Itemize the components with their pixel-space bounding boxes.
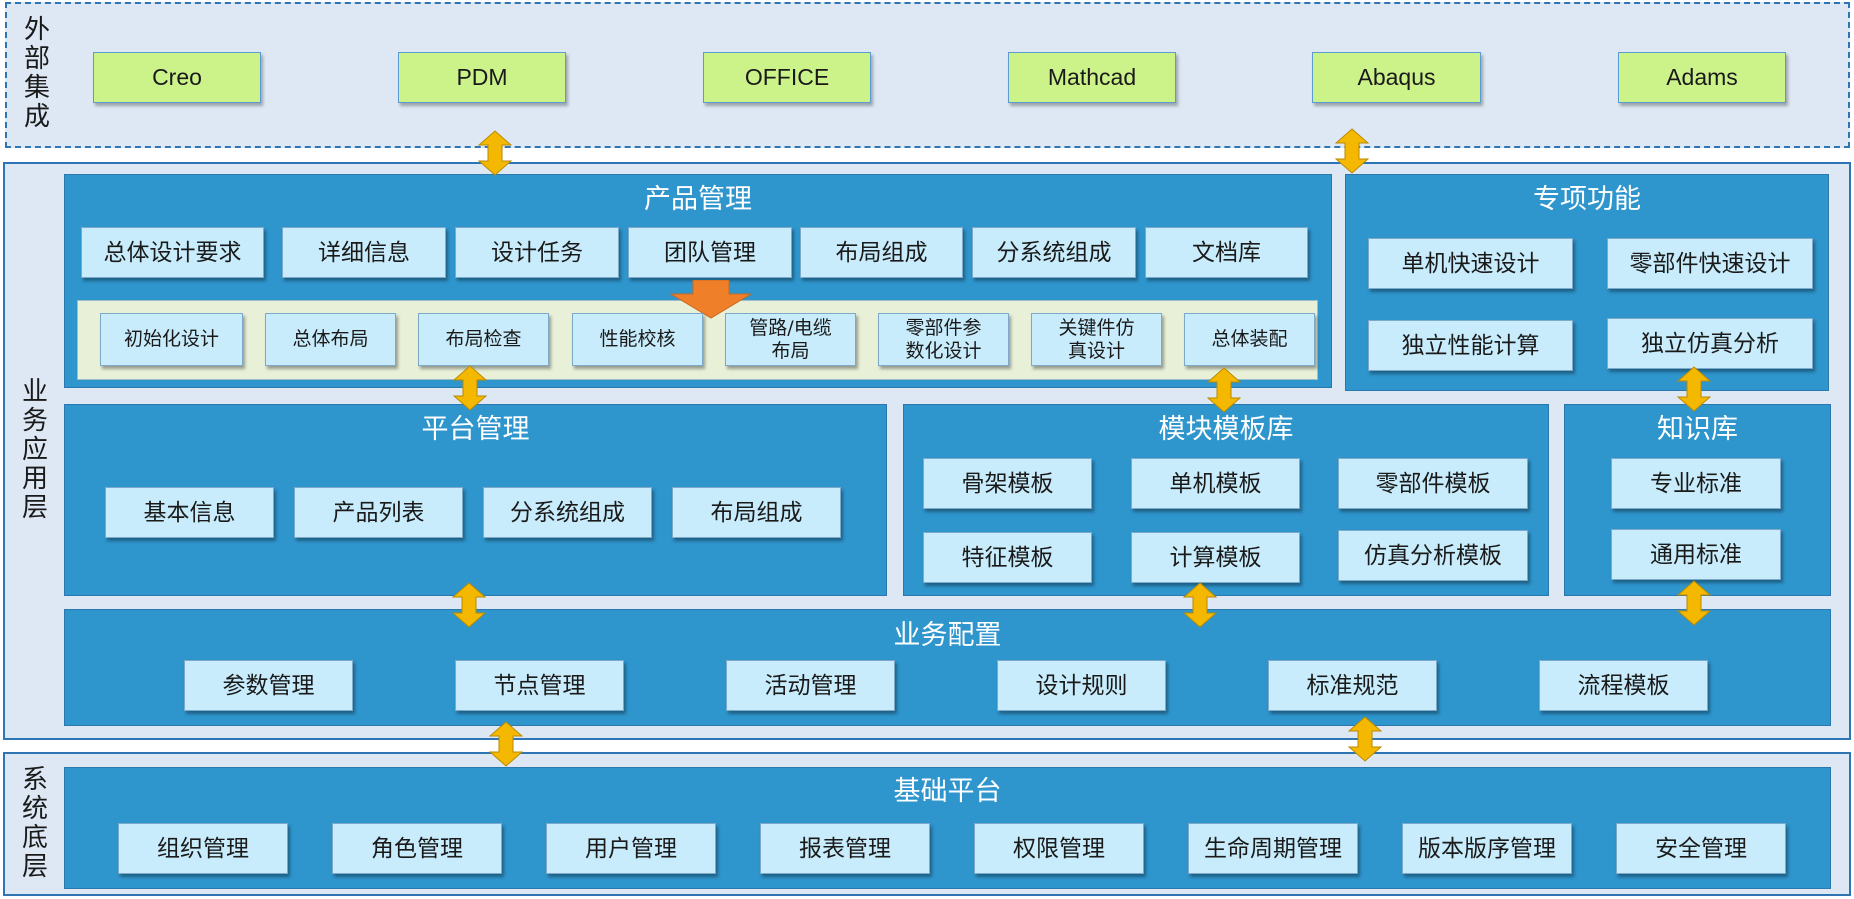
ext-tool-office: OFFICE	[703, 52, 871, 103]
business-config-title: 业务配置	[893, 620, 1002, 651]
double-arrow-icon	[1677, 580, 1711, 626]
pm-tab-team-management: 团队管理	[628, 227, 792, 278]
tpl-skeleton: 骨架模板	[923, 458, 1092, 509]
double-arrow-icon	[453, 365, 487, 411]
base-lifecycle-management: 生命周期管理	[1188, 823, 1358, 874]
ext-tool-creo: Creo	[93, 52, 261, 103]
base-report-management: 报表管理	[760, 823, 930, 874]
double-arrow-icon	[1677, 366, 1711, 412]
double-arrow-icon	[1348, 716, 1382, 762]
cfg-node-management: 节点管理	[455, 660, 624, 711]
business-layer-label: 业务应用层	[21, 377, 48, 523]
base-version-management: 版本版序管理	[1402, 823, 1572, 874]
kb-general-standard: 通用标准	[1611, 529, 1781, 580]
pm-tab-overall-requirements: 总体设计要求	[81, 227, 264, 278]
plat-layout-composition: 布局组成	[672, 487, 841, 538]
flow-step-performance-check: 性能校核	[572, 313, 703, 366]
flow-step-parametric-parts: 零部件参 数化设计	[878, 313, 1009, 366]
plat-subsystem-composition: 分系统组成	[483, 487, 652, 538]
ext-tool-mathcad: Mathcad	[1008, 52, 1176, 103]
tpl-simulation-analysis: 仿真分析模板	[1338, 530, 1528, 581]
module-template-library-title: 模块模板库	[1158, 414, 1294, 445]
base-platform-title: 基础平台	[893, 776, 1002, 807]
system-layer-label: 系统底层	[21, 765, 48, 882]
pm-tab-subsystem-composition: 分系统组成	[972, 227, 1136, 278]
sf-independent-simulation: 独立仿真分析	[1607, 318, 1813, 369]
business-config-panel: 业务配置	[64, 609, 1831, 726]
flow-step-pipe-cable-layout: 管路/电缆 布局	[725, 313, 856, 366]
external-integration-layer	[5, 2, 1850, 148]
pm-tab-layout-composition: 布局组成	[800, 227, 963, 278]
plat-product-list: 产品列表	[294, 487, 463, 538]
ext-tool-pdm: PDM	[398, 52, 566, 103]
double-arrow-icon	[452, 582, 486, 628]
double-arrow-icon	[1335, 128, 1369, 174]
plat-basic-info: 基本信息	[105, 487, 274, 538]
base-security-management: 安全管理	[1616, 823, 1786, 874]
double-arrow-icon	[478, 130, 512, 176]
flow-step-layout-check: 布局检查	[418, 313, 549, 366]
cfg-design-rules: 设计规则	[997, 660, 1166, 711]
tpl-feature: 特征模板	[923, 532, 1092, 583]
base-role-management: 角色管理	[332, 823, 502, 874]
pm-tab-document-library: 文档库	[1145, 227, 1308, 278]
double-arrow-icon	[1183, 582, 1217, 628]
sf-part-quick-design: 零部件快速设计	[1607, 238, 1813, 289]
tpl-calculation: 计算模板	[1131, 532, 1300, 583]
double-arrow-icon	[489, 721, 523, 767]
flow-step-overall-layout: 总体布局	[265, 313, 396, 366]
ext-tool-abaqus: Abaqus	[1312, 52, 1481, 103]
sf-standalone-quick-design: 单机快速设计	[1368, 238, 1573, 289]
knowledge-base-title: 知识库	[1657, 414, 1738, 445]
kb-professional-standard: 专业标准	[1611, 458, 1781, 509]
double-arrow-icon	[1207, 367, 1241, 413]
base-org-management: 组织管理	[118, 823, 288, 874]
sf-independent-performance: 独立性能计算	[1368, 320, 1573, 371]
product-management-title: 产品管理	[644, 184, 752, 215]
cfg-activity-management: 活动管理	[726, 660, 895, 711]
flow-step-init-design: 初始化设计	[100, 313, 243, 366]
special-functions-title: 专项功能	[1533, 184, 1641, 215]
cfg-parameter-management: 参数管理	[184, 660, 353, 711]
pm-tab-detail-info: 详细信息	[282, 227, 446, 278]
pm-tab-design-task: 设计任务	[455, 227, 619, 278]
tpl-part: 零部件模板	[1338, 458, 1528, 509]
external-layer-label: 外部集成	[23, 15, 50, 132]
flow-step-key-part-simulation: 关键件仿 真设计	[1031, 313, 1162, 366]
base-user-management: 用户管理	[546, 823, 716, 874]
flow-step-assembly: 总体装配	[1184, 313, 1315, 366]
ext-tool-adams: Adams	[1618, 52, 1786, 103]
tpl-standalone: 单机模板	[1131, 458, 1300, 509]
cfg-standards: 标准规范	[1268, 660, 1437, 711]
base-permission-management: 权限管理	[974, 823, 1144, 874]
flow-down-arrow-icon	[669, 280, 753, 319]
cfg-process-template: 流程模板	[1539, 660, 1708, 711]
platform-management-title: 平台管理	[421, 414, 530, 445]
